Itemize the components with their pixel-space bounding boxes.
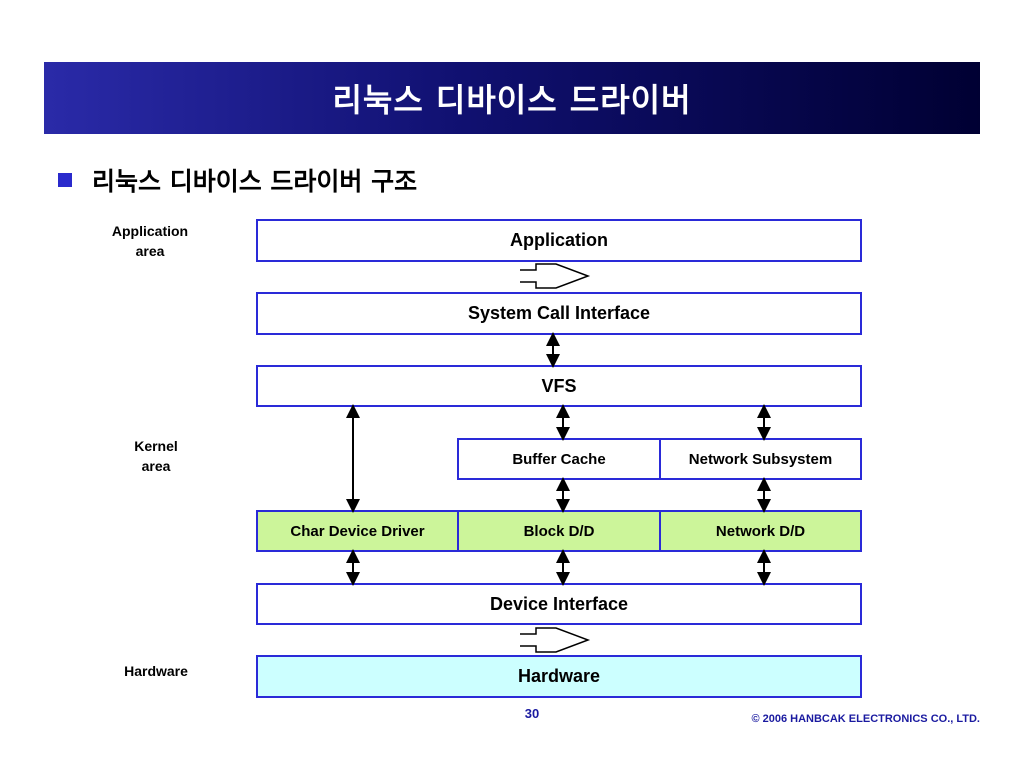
page-number: 30 — [524, 706, 540, 721]
app-to-syscall-block-arrow — [520, 263, 591, 289]
copyright-text: © 2006 HANBCAK ELECTRONICS CO., LTD. — [751, 713, 980, 725]
slide-title: 리눅스 디바이스 드라이버 — [332, 81, 692, 119]
block-dd-box: Block D/D — [457, 510, 661, 552]
bullet-text: 리눅스 디바이스 드라이버 구조 — [92, 167, 418, 196]
label-kernel-area: Kernel area — [134, 438, 178, 474]
bullet-square-icon — [58, 173, 72, 187]
label-hardware-area: Hardware — [124, 663, 188, 679]
bullet-heading: 리눅스 디바이스 드라이버 구조 — [58, 160, 417, 200]
application-layer: Application — [256, 219, 862, 262]
device-interface-hardware-block-arrow — [520, 627, 591, 653]
label-application-area: Application area — [111, 223, 189, 259]
hardware-layer: Hardware — [256, 655, 862, 698]
slide-title-bar: 리눅스 디바이스 드라이버 — [44, 62, 980, 134]
